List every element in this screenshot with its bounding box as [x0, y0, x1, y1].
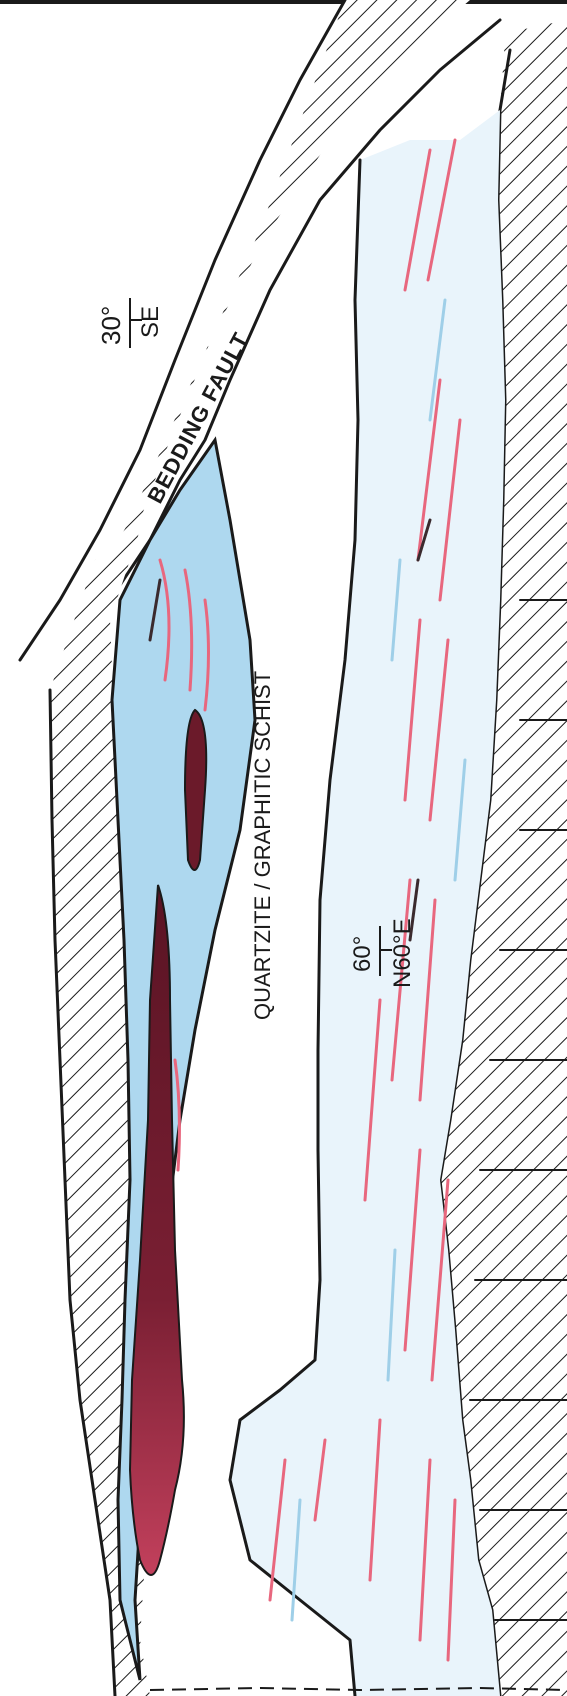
dip-top-angle: 30°: [96, 306, 126, 345]
dip-symbol-top: 30° SE: [96, 298, 164, 348]
dip-top-direction: SE: [137, 306, 164, 338]
dip-mid-direction: N60°E: [389, 918, 416, 988]
dip-mid-angle: 60°: [349, 936, 376, 972]
lithology-label: QUARTZITE / GRAPHITIC SCHIST: [250, 671, 275, 1020]
